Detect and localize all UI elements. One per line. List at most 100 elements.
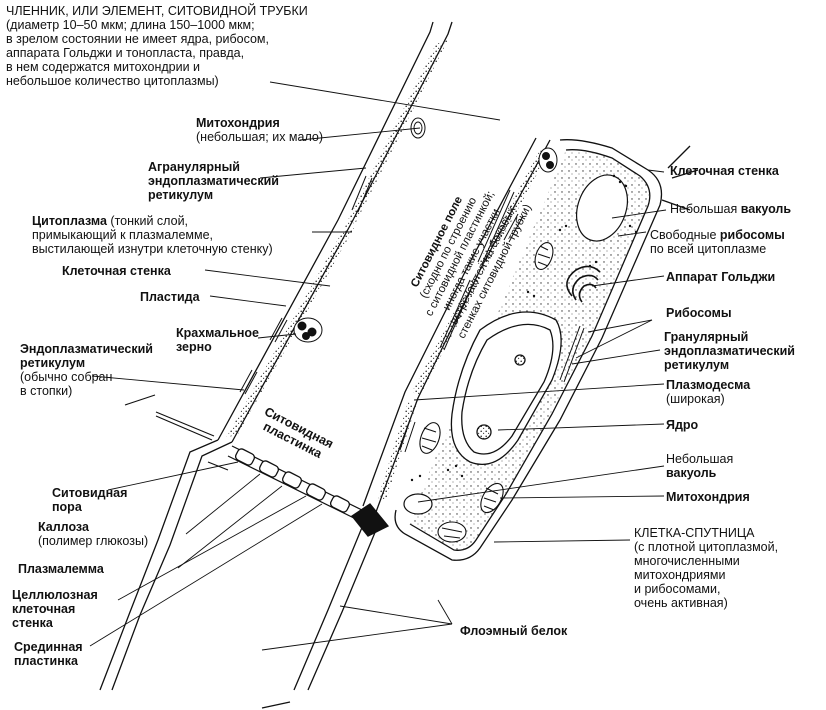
label-line: Небольшая вакуоль: [670, 202, 791, 216]
label-line: Митохондрия: [666, 490, 750, 504]
nucleus-shape: [450, 311, 562, 466]
label-line: Гранулярный: [664, 330, 795, 344]
label-callose: Каллоза(полимер глюкозы): [38, 520, 148, 548]
label-text: Небольшая: [666, 452, 734, 466]
label-line: Небольшая: [666, 452, 733, 466]
label-text: вакуоль: [740, 202, 792, 216]
label-plasmalemma: Плазмалемма: [18, 562, 104, 576]
plastids: [293, 117, 558, 343]
label-text: Небольшая: [670, 202, 741, 216]
label-line: Пластида: [140, 290, 200, 304]
label-text: ретикулум: [664, 358, 730, 372]
label-line: Клеточная стенка: [670, 164, 779, 178]
label-line: в стопки): [20, 384, 153, 398]
label-text: в зрелом состоянии не имеет ядра, рибосо…: [6, 32, 269, 46]
label-line: эндоплазматический: [664, 344, 795, 358]
label-text: Плазмодесма: [666, 378, 751, 392]
label-line: Цитоплазма (тонкий слой,: [32, 214, 273, 228]
label-line: Рибосомы: [666, 306, 732, 320]
label-nucleus: Ядро: [666, 418, 698, 432]
label-line: (обычно собран: [20, 370, 153, 384]
label-cell-wall-left: Клеточная стенка: [62, 264, 171, 278]
label-text: Пластида: [140, 290, 200, 304]
label-line: (полимер глюкозы): [38, 534, 148, 548]
sieve-tube-er-strands: [439, 189, 585, 383]
label-line: ретикулум: [148, 188, 279, 202]
label-text: и рибосомами,: [634, 582, 721, 596]
ribosome-dots: [410, 174, 638, 482]
label-text: Рибосомы: [666, 306, 732, 320]
sieve-plate: [227, 445, 390, 537]
label-line: пластинка: [14, 654, 83, 668]
label-line: Ситовидная: [52, 486, 127, 500]
label-text: Плазмалемма: [18, 562, 104, 576]
label-text: Каллоза: [38, 520, 89, 534]
leader-lines: [89, 81, 667, 651]
label-text: по всей цитоплазме: [650, 242, 767, 256]
label-text: (широкая): [666, 392, 725, 406]
label-line: Агранулярный: [148, 160, 279, 174]
label-text: КЛЕТКА-СПУТНИЦА: [634, 526, 755, 540]
label-text: эндоплазматический: [664, 344, 795, 358]
label-line: (небольшая; их мало): [196, 130, 323, 144]
label-text: Свободные: [650, 228, 720, 242]
label-line: Каллоза: [38, 520, 148, 534]
label-text: Целлюлозная: [12, 588, 98, 602]
label-text: Клеточная стенка: [62, 264, 171, 278]
label-line: пора: [52, 500, 127, 514]
label-text: эндоплазматический: [148, 174, 279, 188]
label-text: ЧЛЕННИК, ИЛИ ЭЛЕМЕНТ, СИТОВИДНОЙ ТРУБКИ: [6, 4, 308, 18]
label-text: (диаметр 10–50 мкм; длина 150–1000 мкм;: [6, 18, 255, 32]
label-text: (с плотной цитоплазмой,: [634, 540, 779, 554]
label-text: Ситовидная: [52, 486, 128, 500]
label-line: вакуоль: [666, 466, 733, 480]
label-line: ЧЛЕННИК, ИЛИ ЭЛЕМЕНТ, СИТОВИДНОЙ ТРУБКИ: [6, 4, 308, 18]
label-line: КЛЕТКА-СПУТНИЦА: [634, 526, 778, 540]
label-line: стенка: [12, 616, 98, 630]
label-line: по всей цитоплазме: [650, 242, 785, 256]
label-line: (диаметр 10–50 мкм; длина 150–1000 мкм;: [6, 18, 308, 32]
label-line: Ядро: [666, 418, 698, 432]
label-text: Флоэмный белок: [460, 624, 568, 638]
label-phloem-protein: Флоэмный белок: [460, 624, 567, 638]
label-plasmodesma: Плазмодесма(широкая): [666, 378, 750, 406]
label-text: Агранулярный: [148, 160, 240, 174]
label-line: и рибосомами,: [634, 582, 778, 596]
side-walls: [124, 394, 229, 471]
label-plastid: Пластида: [140, 290, 200, 304]
label-line: митохондриями: [634, 568, 778, 582]
label-small-vacuole: Небольшая вакуоль: [670, 202, 791, 216]
label-cell-wall-right: Клеточная стенка: [670, 164, 779, 178]
label-line: (с плотной цитоплазмой,: [634, 540, 778, 554]
label-text: ретикулум: [148, 188, 214, 202]
label-text: в стопки): [20, 384, 73, 398]
label-text: Клеточная стенка: [670, 164, 779, 178]
label-text: ретикулум: [20, 356, 86, 370]
label-text: Срединная: [14, 640, 83, 654]
label-line: Клеточная стенка: [62, 264, 171, 278]
er-stacks: [239, 175, 524, 453]
label-line: Флоэмный белок: [460, 624, 567, 638]
label-ribosomes: Рибосомы: [666, 306, 732, 320]
label-line: Целлюлозная: [12, 588, 98, 602]
label-line: выстилающей изнутри клеточную стенку): [32, 242, 273, 256]
label-text: Ядро: [666, 418, 699, 432]
label-line: Срединная: [14, 640, 83, 654]
label-line: ретикулум: [20, 356, 153, 370]
label-line: в нем содержатся митохондрии и: [6, 60, 308, 74]
label-line: Митохондрия: [196, 116, 323, 130]
label-text: зерно: [176, 340, 212, 354]
label-line: эндоплазматический: [148, 174, 279, 188]
label-text: вакуоль: [666, 466, 717, 480]
label-line: Свободные рибосомы: [650, 228, 785, 242]
label-text: пластинка: [14, 654, 78, 668]
label-text: (полимер глюкозы): [38, 534, 149, 548]
title-block: ЧЛЕННИК, ИЛИ ЭЛЕМЕНТ, СИТОВИДНОЙ ТРУБКИ(…: [6, 4, 308, 88]
